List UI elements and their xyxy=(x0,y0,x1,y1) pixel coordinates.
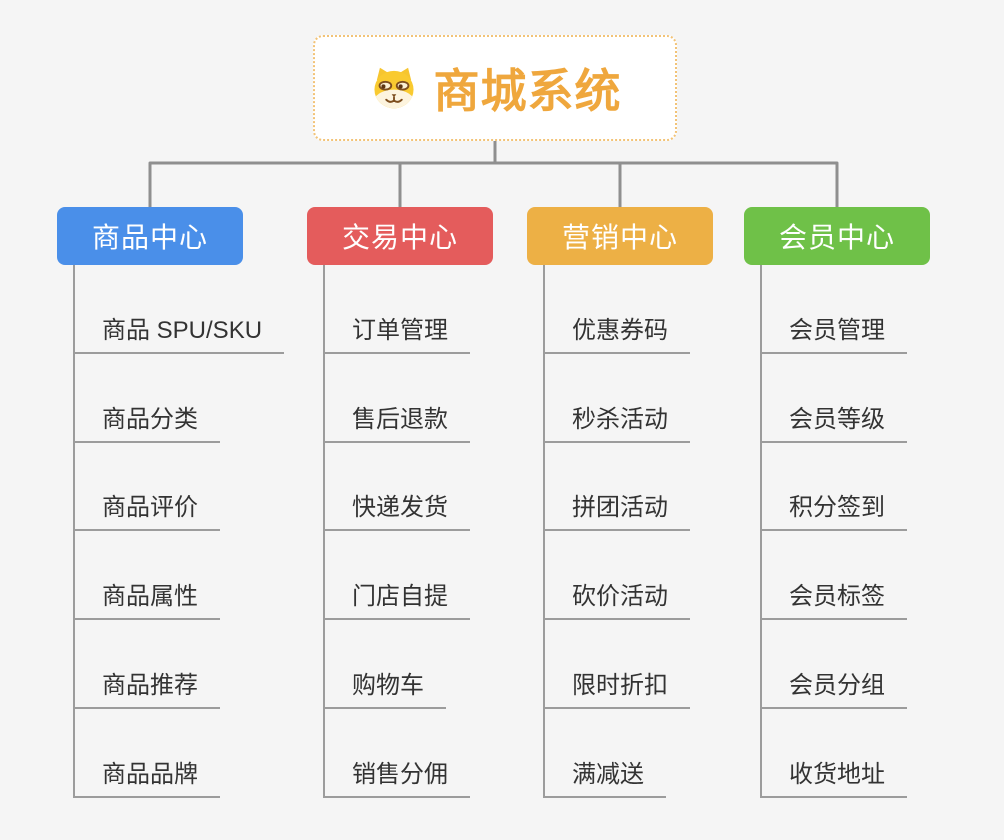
child-topic[interactable]: 会员管理 xyxy=(762,265,974,354)
child-topic-label: 商品推荐 xyxy=(75,665,220,709)
branch-trade-center: 交易中心 订单管理 售后退款 快递发货 门店自提 购物车 销售分佣 xyxy=(307,207,537,798)
child-topic[interactable]: 优惠券码 xyxy=(545,265,757,354)
child-topic-label: 满减送 xyxy=(545,754,666,798)
child-topic[interactable]: 秒杀活动 xyxy=(545,354,757,443)
child-topic[interactable]: 售后退款 xyxy=(325,354,537,443)
child-topic-label: 会员标签 xyxy=(762,576,907,621)
child-topic[interactable]: 砍价活动 xyxy=(545,531,757,621)
child-topic[interactable]: 会员等级 xyxy=(762,354,974,443)
child-topic-label: 商品分类 xyxy=(75,399,220,443)
child-topic[interactable]: 商品推荐 xyxy=(75,620,287,709)
child-topic-label: 商品品牌 xyxy=(75,754,220,798)
branch-header-marketing-center[interactable]: 营销中心 xyxy=(527,207,713,265)
child-topic-label: 商品评价 xyxy=(75,487,220,532)
child-topic[interactable]: 购物车 xyxy=(325,620,537,709)
branch-header-member-center[interactable]: 会员中心 xyxy=(744,207,930,265)
branch-children-product-center: 商品 SPU/SKU 商品分类 商品评价 商品属性 商品推荐 商品品牌 xyxy=(73,265,287,798)
child-topic[interactable]: 会员分组 xyxy=(762,620,974,709)
root-title: 商城系统 xyxy=(433,65,622,117)
child-topic-label: 会员分组 xyxy=(762,665,907,709)
child-topic[interactable]: 销售分佣 xyxy=(325,709,537,798)
child-topic-label: 限时折扣 xyxy=(545,665,690,709)
branch-header-trade-center[interactable]: 交易中心 xyxy=(307,207,493,265)
child-topic-label: 收货地址 xyxy=(762,754,907,798)
tree-connector-lines xyxy=(148,140,839,207)
child-topic[interactable]: 订单管理 xyxy=(325,265,537,354)
child-topic[interactable]: 商品分类 xyxy=(75,354,287,443)
branch-product-center: 商品中心 商品 SPU/SKU 商品分类 商品评价 商品属性 商品推荐 商品品牌 xyxy=(57,207,287,798)
branch-member-center: 会员中心 会员管理 会员等级 积分签到 会员标签 会员分组 收货地址 xyxy=(744,207,974,798)
child-topic-label: 售后退款 xyxy=(325,399,470,443)
child-topic-label: 会员管理 xyxy=(762,310,907,354)
child-topic-label: 优惠券码 xyxy=(545,310,690,354)
child-topic-label: 购物车 xyxy=(325,665,446,709)
child-topic-label: 快递发货 xyxy=(325,487,470,532)
child-topic[interactable]: 门店自提 xyxy=(325,531,537,621)
branch-children-member-center: 会员管理 会员等级 积分签到 会员标签 会员分组 收货地址 xyxy=(760,265,974,798)
child-topic[interactable]: 限时折扣 xyxy=(545,620,757,709)
child-topic[interactable]: 商品 SPU/SKU xyxy=(75,265,287,354)
child-topic-label: 秒杀活动 xyxy=(545,399,690,443)
child-topic-label: 商品 SPU/SKU xyxy=(75,310,285,354)
child-topic[interactable]: 商品属性 xyxy=(75,531,287,621)
child-topic-label: 销售分佣 xyxy=(325,754,470,798)
child-topic-label: 会员等级 xyxy=(762,399,907,443)
branch-header-product-center[interactable]: 商品中心 xyxy=(57,207,243,265)
child-topic[interactable]: 积分签到 xyxy=(762,443,974,532)
dog-face-icon xyxy=(373,67,414,109)
child-topic-label: 订单管理 xyxy=(325,310,470,354)
child-topic-label: 门店自提 xyxy=(325,576,470,621)
child-topic-label: 商品属性 xyxy=(75,576,220,621)
child-topic[interactable]: 商品品牌 xyxy=(75,709,287,798)
branch-children-trade-center: 订单管理 售后退款 快递发货 门店自提 购物车 销售分佣 xyxy=(323,265,537,798)
child-topic-label: 拼团活动 xyxy=(545,487,690,532)
child-topic-label: 砍价活动 xyxy=(545,576,690,621)
child-topic[interactable]: 商品评价 xyxy=(75,443,287,532)
branch-children-marketing-center: 优惠券码 秒杀活动 拼团活动 砍价活动 限时折扣 满减送 xyxy=(543,265,757,798)
child-topic[interactable]: 快递发货 xyxy=(325,443,537,532)
child-topic-label: 积分签到 xyxy=(762,487,907,532)
branch-marketing-center: 营销中心 优惠券码 秒杀活动 拼团活动 砍价活动 限时折扣 满减送 xyxy=(527,207,757,798)
child-topic[interactable]: 收货地址 xyxy=(762,709,974,798)
root-node-mall-system[interactable]: 商城系统 xyxy=(313,35,677,141)
child-topic[interactable]: 会员标签 xyxy=(762,531,974,621)
child-topic[interactable]: 满减送 xyxy=(545,709,757,798)
child-topic[interactable]: 拼团活动 xyxy=(545,443,757,532)
